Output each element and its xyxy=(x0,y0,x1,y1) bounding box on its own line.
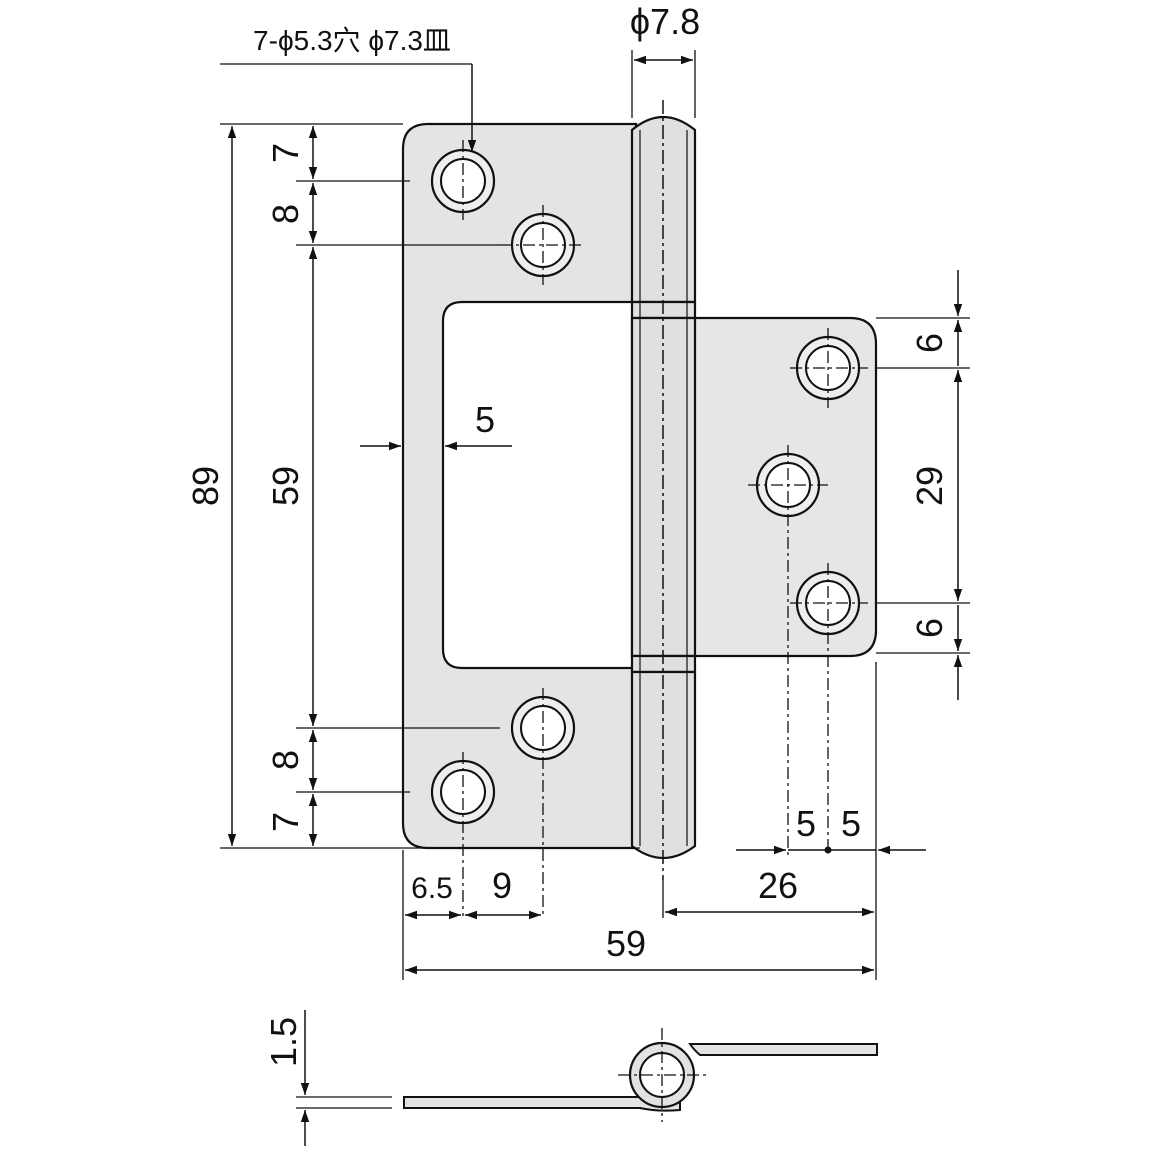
dim-bottom-hole-step: 8 xyxy=(265,750,306,770)
dim-hole-spacing-x: 9 xyxy=(492,865,512,906)
hole-centerlines xyxy=(462,140,868,916)
hole-note: 7-ϕ5.3穴 ϕ7.3皿 xyxy=(253,25,451,56)
pin-diameter-label: ϕ7.8 xyxy=(630,1,700,42)
dim-overall-width: 59 xyxy=(606,923,646,964)
dim-right-bottom-offset: 6 xyxy=(909,618,950,638)
dim-right-top-offset: 6 xyxy=(909,333,950,353)
dim-right-hole-span: 29 xyxy=(909,466,950,506)
dim-top-hole-step: 8 xyxy=(265,204,306,224)
side-view xyxy=(403,1028,878,1122)
dim-frame-width: 5 xyxy=(475,399,495,440)
dim-top-offset: 7 xyxy=(265,143,306,163)
dim-right-hole-offset-a: 5 xyxy=(796,803,816,844)
dim-inner-height: 59 xyxy=(265,466,306,506)
dim-right-hole-offset-b: 5 xyxy=(841,803,861,844)
dim-left-edge-to-hole: 6.5 xyxy=(411,872,453,905)
dim-overall-height: 89 xyxy=(185,466,226,506)
dim-thickness: 1.5 xyxy=(263,1017,304,1067)
dim-bottom-offset: 7 xyxy=(265,812,306,832)
dim-pin-to-right-edge: 26 xyxy=(758,865,798,906)
extension-lines xyxy=(220,50,970,980)
